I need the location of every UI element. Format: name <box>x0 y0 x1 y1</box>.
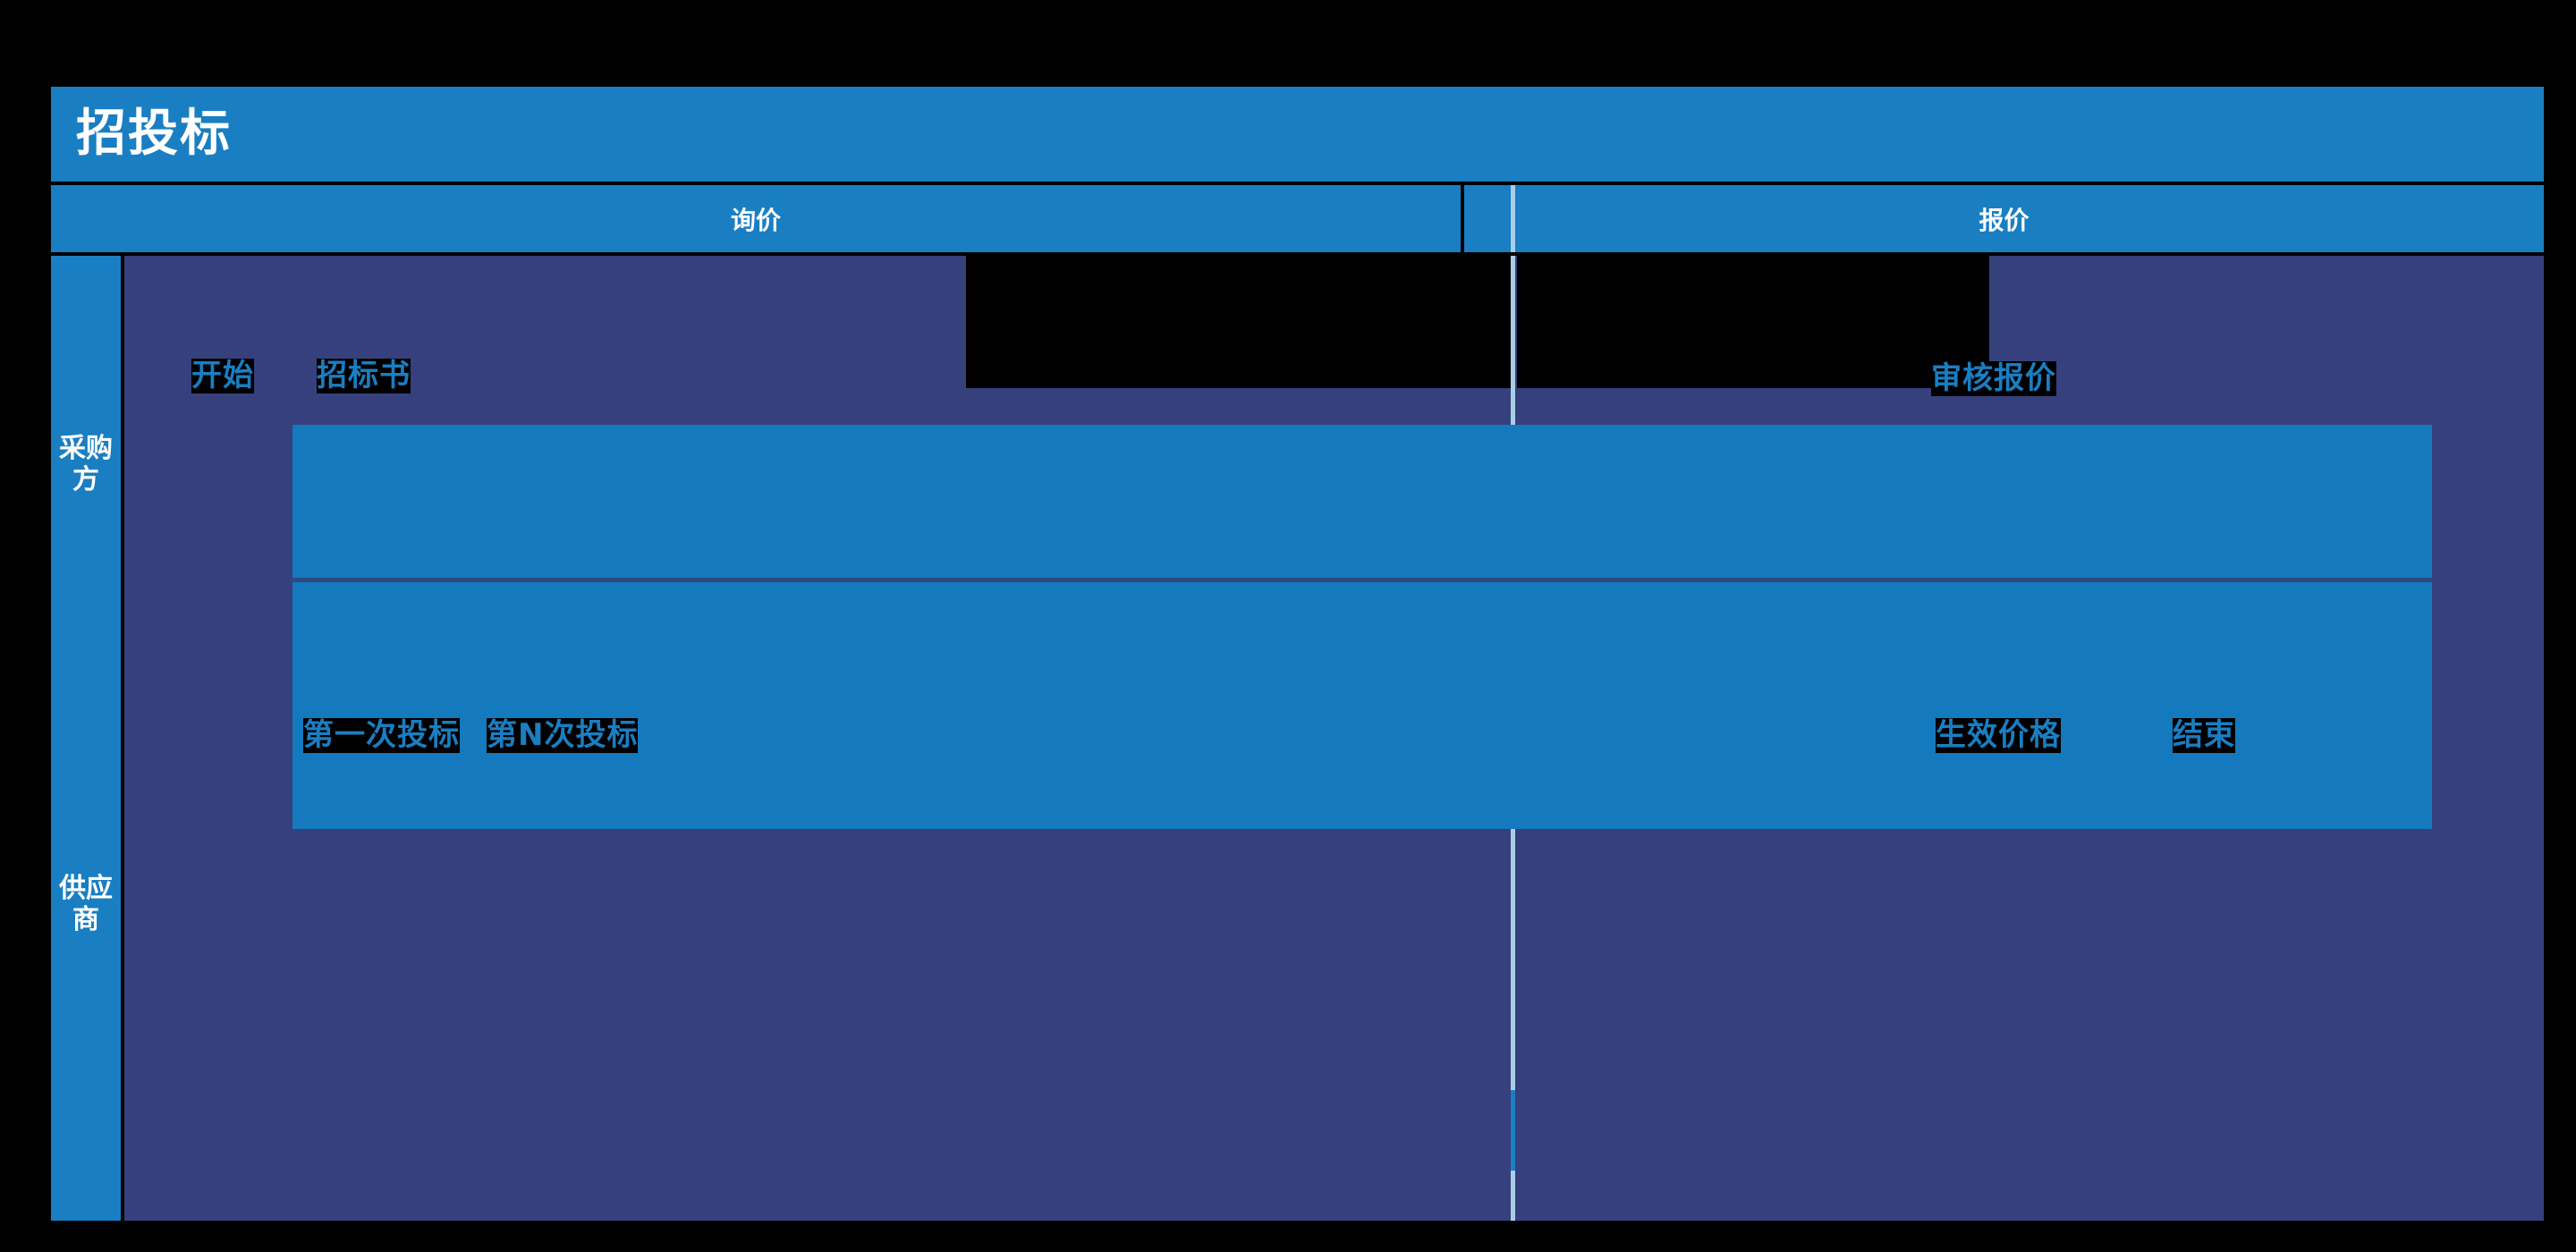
redacted-region-2 <box>1517 256 1989 388</box>
process-canvas: 开始 招标书 审核报价 第一次投标 第N次投标 生效价格 结束 <box>124 256 2544 1221</box>
lane-separator <box>292 578 2432 582</box>
column-header-inquiry[interactable]: 询价 <box>51 185 1461 252</box>
lane-label-supplier: 供应商 <box>59 873 113 936</box>
redacted-region-1 <box>966 256 1513 388</box>
phase-divider-middle <box>1511 1090 1515 1171</box>
supplier-process-block[interactable] <box>292 582 2432 829</box>
phase-divider-lower <box>1511 1171 1515 1221</box>
node-tender-document[interactable]: 招标书 <box>317 358 411 394</box>
page-title: 招投标 <box>76 105 232 163</box>
lane-label-column: 采购方 供应商 <box>51 256 121 1221</box>
node-nth-bid[interactable]: 第N次投标 <box>487 717 639 754</box>
lane-label-buyer: 采购方 <box>59 433 113 496</box>
column-header-row: 询价 报价 <box>51 185 2544 252</box>
swimlane-body: 采购方 供应商 开始 招标书 <box>51 256 2544 1221</box>
node-end[interactable]: 结束 <box>2173 717 2235 754</box>
node-review-quote[interactable]: 审核报价 <box>1931 360 2056 397</box>
node-start[interactable]: 开始 <box>191 358 254 394</box>
column-divider <box>1511 185 1515 252</box>
node-effective-price[interactable]: 生效价格 <box>1936 717 2061 754</box>
node-first-bid[interactable]: 第一次投标 <box>303 717 460 754</box>
column-header-quotation[interactable]: 报价 <box>1464 185 2544 252</box>
title-bar: 招投标 <box>51 87 2544 182</box>
content-frame: 招投标 询价 报价 采购方 供应商 <box>51 87 2544 1221</box>
buyer-process-block[interactable] <box>292 425 2432 579</box>
